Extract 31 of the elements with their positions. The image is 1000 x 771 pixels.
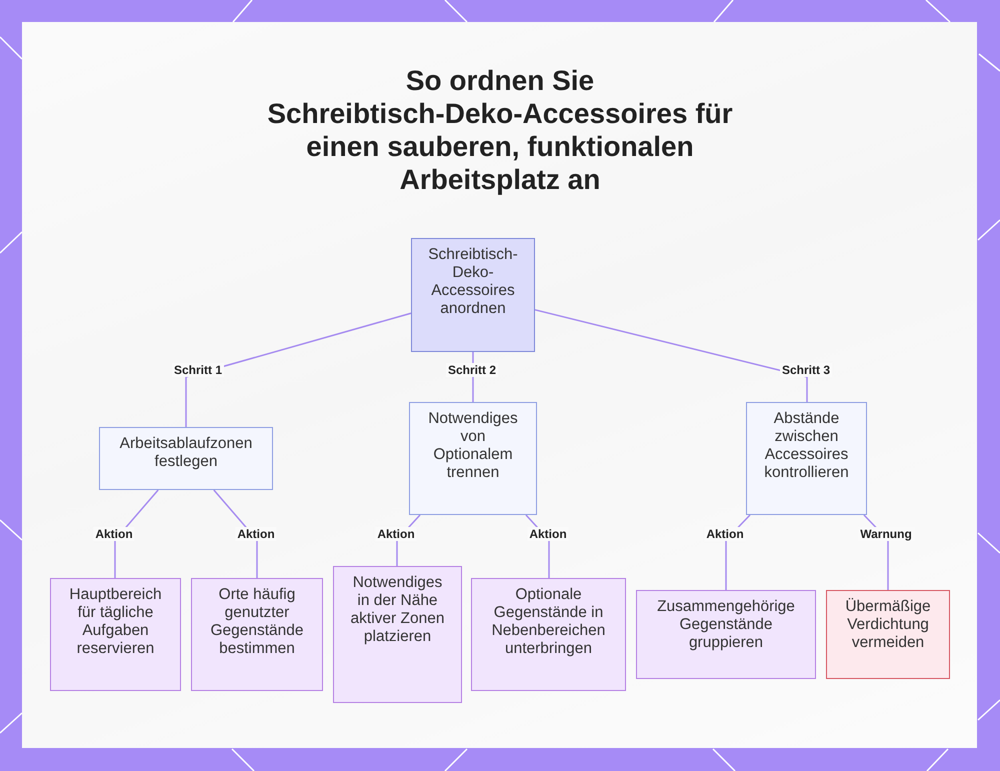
box-label: Abstände zwischen Accessoires kontrollieren — [763, 410, 850, 482]
action-box — [50, 578, 181, 691]
connector-line — [534, 309, 808, 402]
topic-box — [411, 238, 535, 352]
edge-label: Aktion — [375, 527, 417, 541]
box-label: Arbeitsablaufzonen festlegen — [118, 435, 254, 471]
action-box — [636, 590, 816, 679]
action-box — [191, 578, 323, 691]
edge-label: Schritt 1 — [172, 363, 224, 377]
box-label: Notwendiges von Optionalem trennen — [427, 410, 519, 482]
warning-box — [826, 590, 950, 679]
box-label: Übermäßige Verdichtung vermeiden — [844, 598, 932, 652]
box-label: Optionale Gegenstände in Nebenbereichen unterbringen — [490, 586, 606, 658]
edge-label: Schritt 3 — [780, 363, 832, 377]
step-box — [409, 402, 537, 515]
box-label: Zusammengehörige Gegenstände gruppieren — [656, 598, 796, 652]
step-box — [99, 427, 273, 490]
step-box — [746, 402, 867, 515]
box-label: Schreibtisch-Deko-Accessoires anordnen — [427, 246, 519, 318]
box-label: Orte häufig genutzter Gegenstände bestimmen — [209, 586, 305, 658]
action-box — [333, 566, 462, 703]
title: So ordnen Sie Schreibtisch-Deko-Accessoires für einen sauberen, funktionalen Arbeitsplatz an — [266, 64, 734, 196]
edge-label: Warnung — [858, 527, 914, 541]
edge-label: Aktion — [235, 527, 277, 541]
edge-label: Aktion — [704, 527, 746, 541]
box-label: Hauptbereich für tägliche Aufgaben reservieren — [68, 586, 163, 658]
edge-label: Aktion — [93, 527, 135, 541]
edge-label: Aktion — [527, 527, 569, 541]
edge-label: Schritt 2 — [446, 363, 498, 377]
action-box — [471, 578, 626, 691]
box-label: Notwendiges in der Nähe aktiver Zonen platzieren — [350, 574, 445, 646]
